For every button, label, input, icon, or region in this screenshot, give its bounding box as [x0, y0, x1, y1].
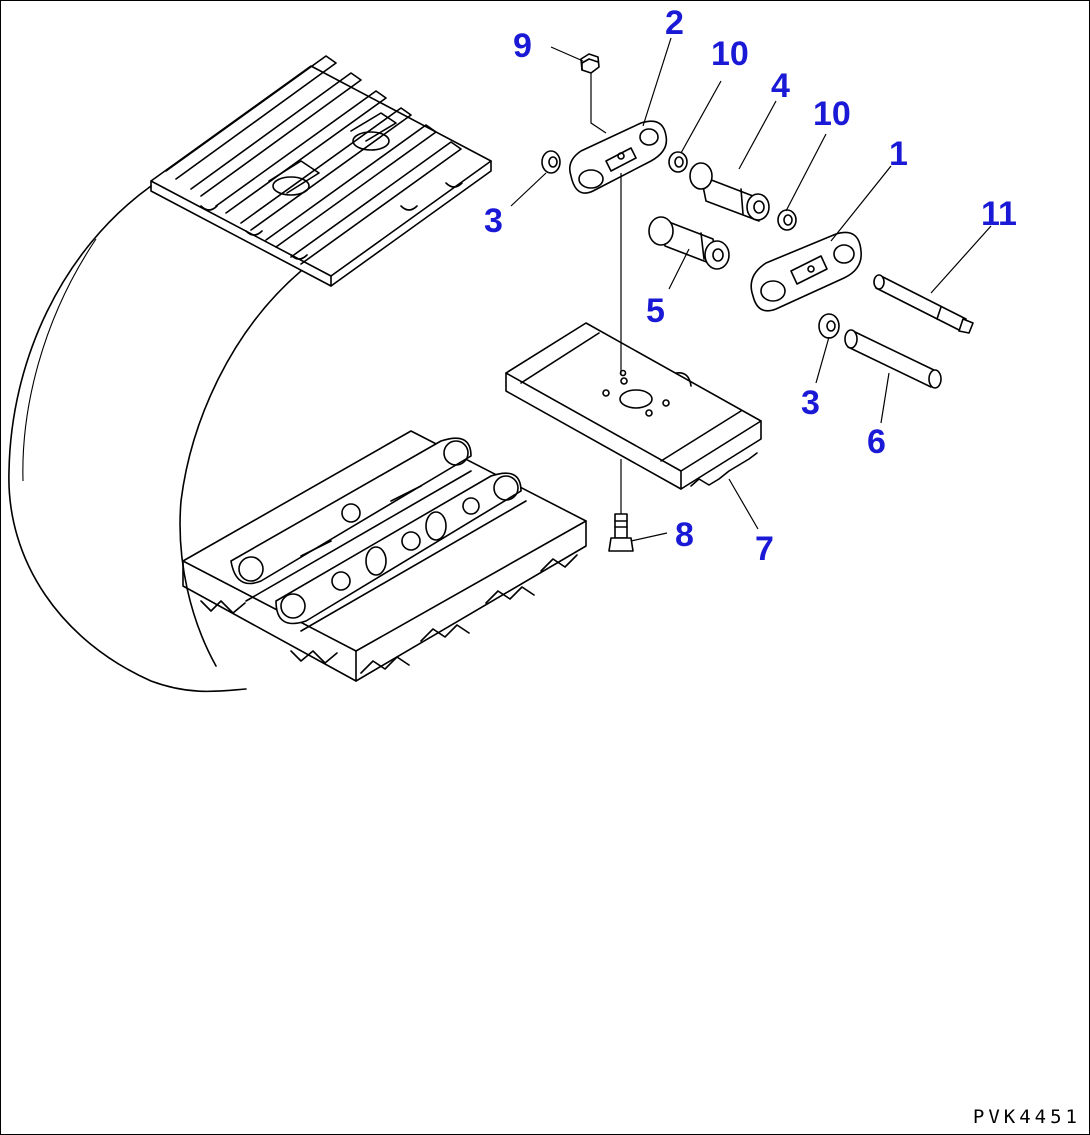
callout-8: 8: [675, 516, 694, 554]
part-1-link: [750, 231, 862, 312]
leader-lines: [510, 37, 992, 542]
part-6-pin: [844, 329, 942, 389]
callout-10-lower: 10: [813, 95, 851, 133]
callout-3-lower: 3: [801, 384, 820, 422]
track-loop-outline: [8, 185, 302, 693]
part-8-bolt: [608, 513, 634, 552]
upper-track-shoes: [150, 55, 492, 287]
part-7-track-shoe: [505, 322, 762, 490]
callout-9: 9: [513, 27, 532, 65]
callout-11: 11: [981, 195, 1017, 233]
callout-2: 2: [665, 4, 684, 42]
drawing-code: PVK4451: [972, 1106, 1081, 1128]
callout-4: 4: [771, 67, 790, 105]
part-4-bushing: [689, 162, 770, 222]
callout-5: 5: [646, 292, 665, 330]
lower-track-assembly: [182, 430, 587, 682]
part-10-spacer-lower: [777, 209, 797, 231]
part-3-seal-upper: [541, 150, 561, 174]
callout-10-upper: 10: [711, 35, 749, 73]
callout-3-upper: 3: [484, 202, 503, 240]
part-5-bushing: [648, 216, 730, 270]
part-10-spacer-upper: [668, 151, 688, 173]
callout-6: 6: [867, 423, 886, 461]
part-11-master-pin: [873, 274, 974, 334]
callout-7: 7: [755, 530, 774, 568]
part-9-nut: [580, 53, 600, 74]
part-3-seal-lower: [818, 313, 840, 339]
part-2-link: [568, 120, 668, 194]
callout-1: 1: [889, 135, 908, 173]
